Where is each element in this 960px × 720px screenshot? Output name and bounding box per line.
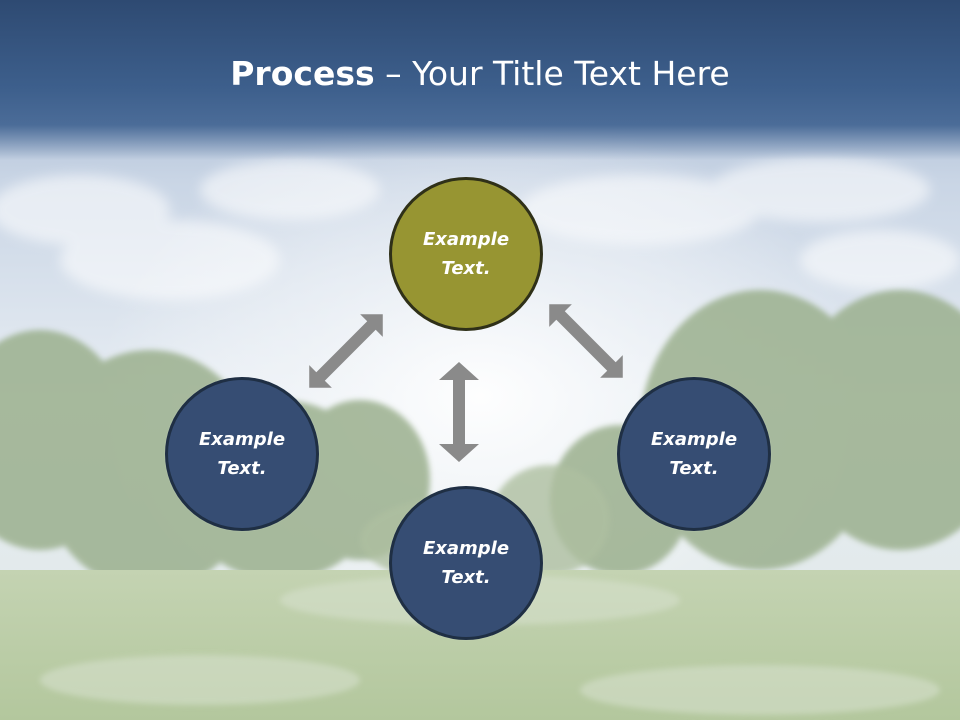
process-node-left: Example Text.: [165, 377, 319, 531]
title-rest: – Your Title Text Here: [374, 54, 730, 93]
process-node-top: Example Text.: [389, 177, 543, 331]
slide-title: Process – Your Title Text Here: [0, 52, 960, 96]
title-strong: Process: [230, 54, 375, 93]
process-node-bottom: Example Text.: [389, 486, 543, 640]
process-node-right: Example Text.: [617, 377, 771, 531]
header-band: [0, 0, 960, 160]
